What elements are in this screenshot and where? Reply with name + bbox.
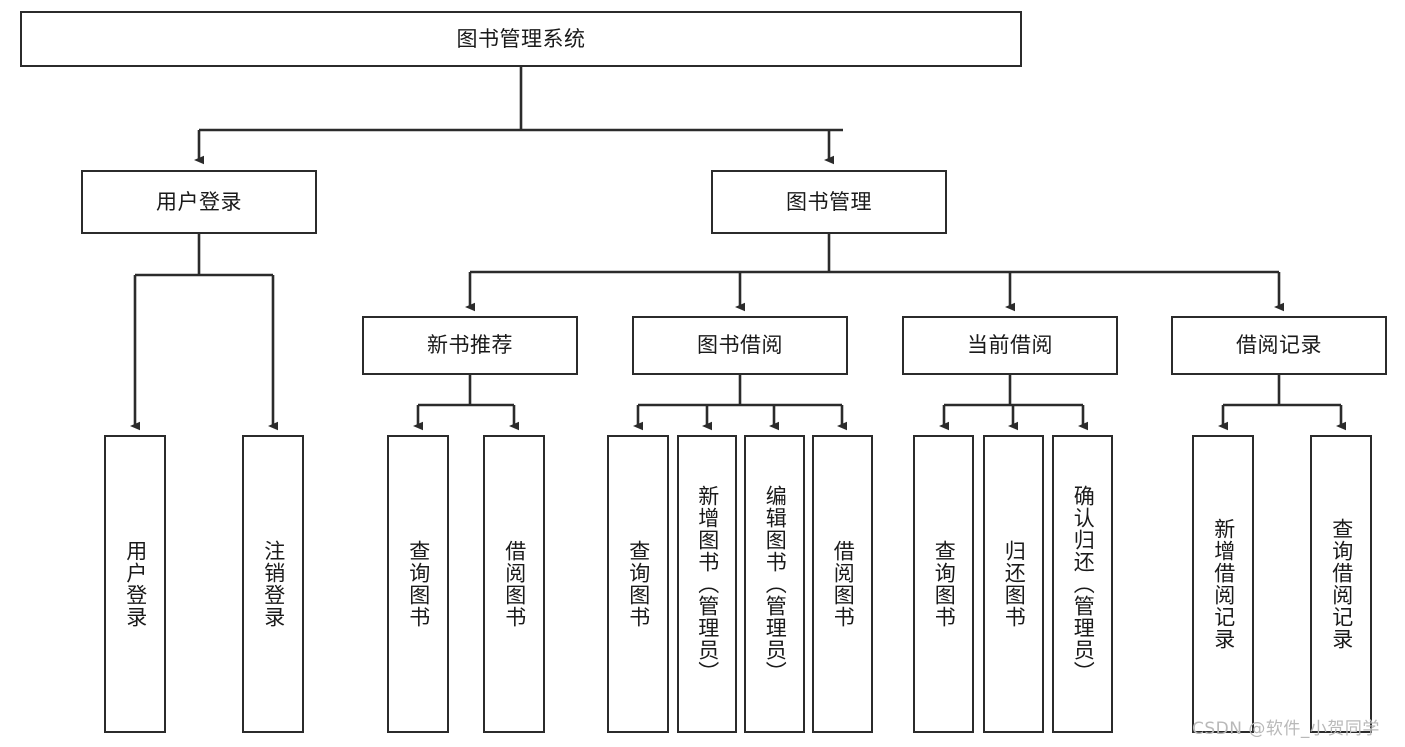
- node-root-label: 图书管理系统: [456, 26, 586, 51]
- node-user-login[interactable]: 用户登录: [81, 170, 317, 234]
- node-leaf-user-login-label: 用户登录: [123, 540, 148, 628]
- node-leaf-confirm-return-admin-label: 确认归还（管理员）: [1071, 485, 1096, 683]
- node-new-book-recommend-label: 新书推荐: [427, 333, 513, 357]
- node-current-borrow-label: 当前借阅: [967, 333, 1053, 357]
- node-leaf-query-book-2-label: 查询图书: [626, 540, 651, 628]
- node-borrow-record-label: 借阅记录: [1236, 333, 1322, 357]
- node-leaf-borrow-book-2[interactable]: 借阅图书: [812, 435, 873, 733]
- node-book-manage-label: 图书管理: [786, 189, 872, 214]
- node-root[interactable]: 图书管理系统: [20, 11, 1022, 67]
- node-borrow-record[interactable]: 借阅记录: [1171, 316, 1387, 375]
- node-current-borrow[interactable]: 当前借阅: [902, 316, 1118, 375]
- node-leaf-confirm-return-admin[interactable]: 确认归还（管理员）: [1052, 435, 1113, 733]
- node-leaf-add-book-admin-label: 新增图书（管理员）: [695, 485, 720, 683]
- node-leaf-borrow-book-1-label: 借阅图书: [502, 540, 527, 628]
- node-leaf-query-book-2[interactable]: 查询图书: [607, 435, 669, 733]
- node-leaf-query-book-1-label: 查询图书: [406, 540, 431, 628]
- node-leaf-user-logout-label: 注销登录: [261, 540, 286, 628]
- node-leaf-query-borrow-record[interactable]: 查询借阅记录: [1310, 435, 1372, 733]
- node-leaf-borrow-book-1[interactable]: 借阅图书: [483, 435, 545, 733]
- node-leaf-borrow-book-2-label: 借阅图书: [831, 540, 856, 628]
- node-leaf-query-book-1[interactable]: 查询图书: [387, 435, 449, 733]
- node-leaf-user-login[interactable]: 用户登录: [104, 435, 166, 733]
- node-book-borrow[interactable]: 图书借阅: [632, 316, 848, 375]
- node-leaf-query-book-3[interactable]: 查询图书: [913, 435, 974, 733]
- node-leaf-user-logout[interactable]: 注销登录: [242, 435, 304, 733]
- node-leaf-return-book[interactable]: 归还图书: [983, 435, 1044, 733]
- node-new-book-recommend[interactable]: 新书推荐: [362, 316, 578, 375]
- node-leaf-return-book-label: 归还图书: [1002, 540, 1027, 628]
- node-user-login-label: 用户登录: [156, 189, 242, 214]
- node-leaf-edit-book-admin-label: 编辑图书（管理员）: [763, 485, 788, 683]
- csdn-watermark: CSDN @软件_小贺同学: [1192, 719, 1380, 739]
- node-book-manage[interactable]: 图书管理: [711, 170, 947, 234]
- node-leaf-query-book-3-label: 查询图书: [932, 540, 957, 628]
- node-leaf-add-borrow-record[interactable]: 新增借阅记录: [1192, 435, 1254, 733]
- node-leaf-query-borrow-record-label: 查询借阅记录: [1329, 518, 1354, 650]
- node-leaf-add-borrow-record-label: 新增借阅记录: [1211, 518, 1236, 650]
- node-leaf-edit-book-admin[interactable]: 编辑图书（管理员）: [744, 435, 805, 733]
- node-book-borrow-label: 图书借阅: [697, 333, 783, 357]
- node-leaf-add-book-admin[interactable]: 新增图书（管理员）: [677, 435, 737, 733]
